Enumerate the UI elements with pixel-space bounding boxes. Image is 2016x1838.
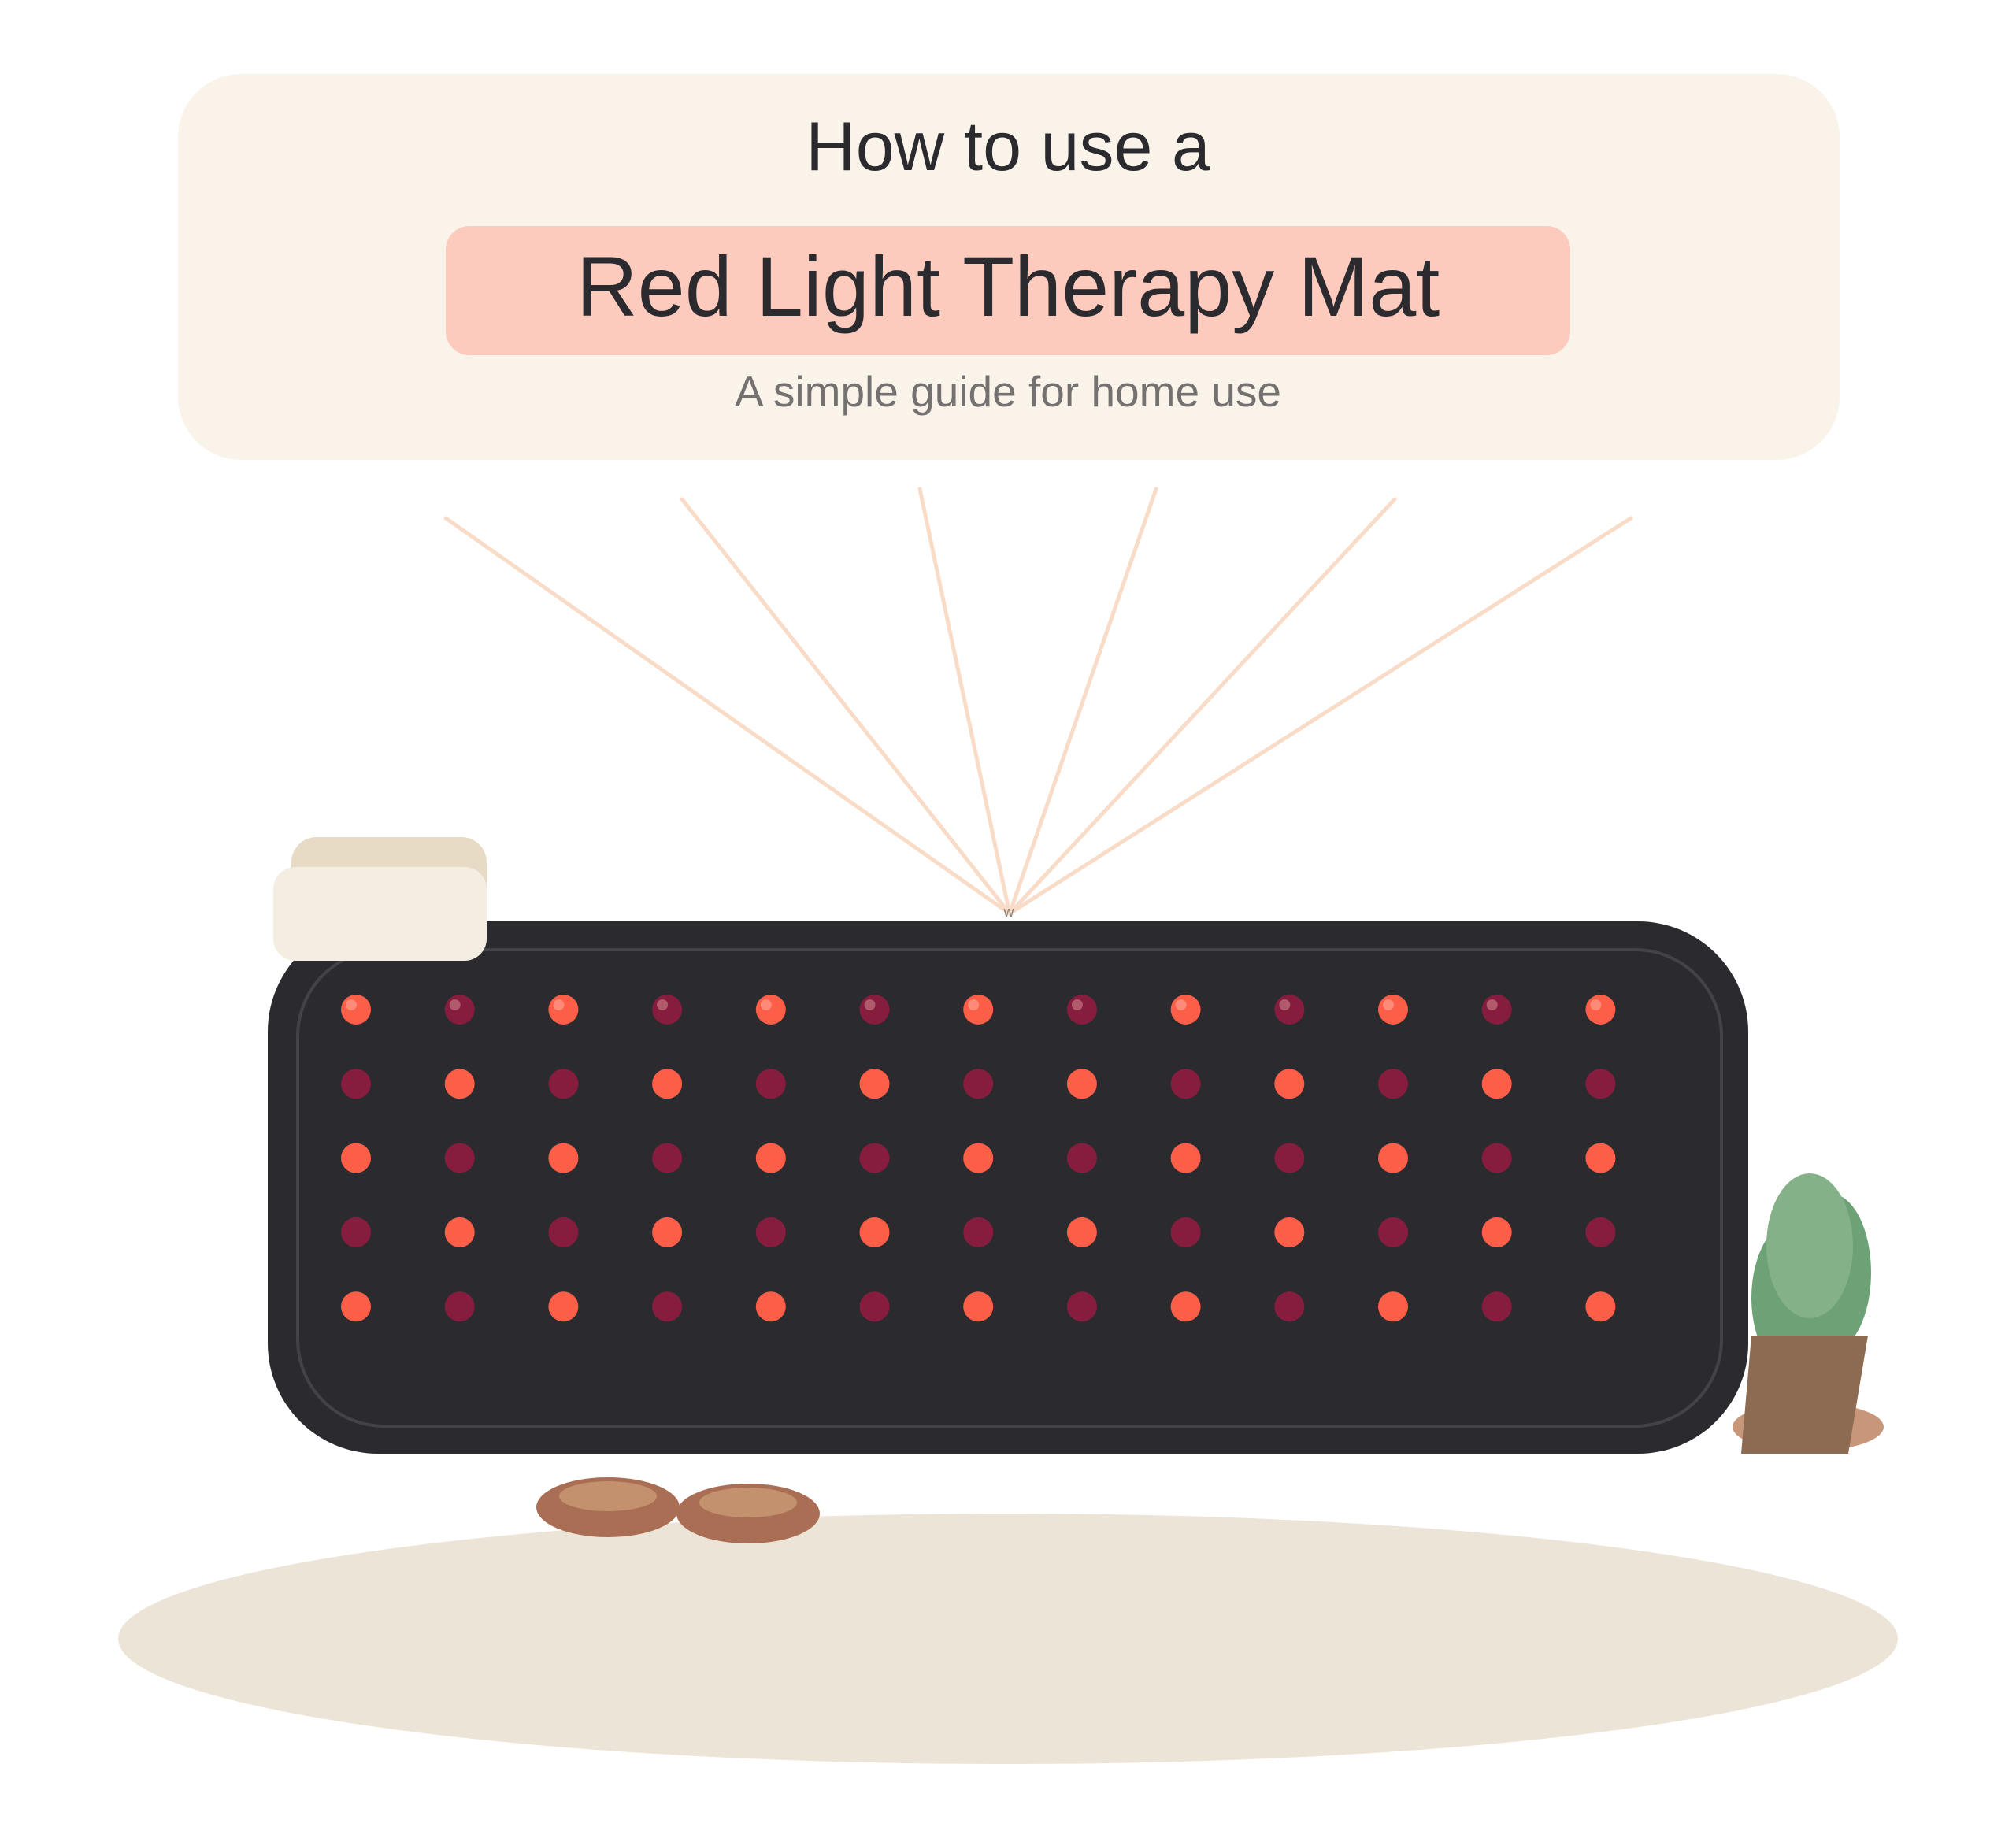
- led-light: [444, 1143, 475, 1173]
- light-ray: [1007, 516, 1633, 916]
- led-light: [1066, 995, 1097, 1025]
- led-light: [1378, 1217, 1408, 1247]
- led-light: [859, 1217, 890, 1247]
- led-highlight: [346, 999, 357, 1010]
- led-highlight: [1071, 999, 1083, 1010]
- led-light: [1170, 1143, 1201, 1173]
- led-light: [1481, 1143, 1512, 1173]
- led-light: [755, 1217, 786, 1247]
- led-highlight: [657, 999, 669, 1010]
- mat-inner-border: [296, 948, 1723, 1428]
- led-light: [1378, 1143, 1408, 1173]
- led-light: [1585, 1143, 1616, 1173]
- led-light: [1481, 995, 1512, 1025]
- led-light: [1274, 1143, 1305, 1173]
- led-light: [755, 1291, 786, 1322]
- led-light: [444, 1291, 475, 1322]
- led-highlight: [1590, 999, 1602, 1010]
- led-light: [1585, 1291, 1616, 1322]
- led-highlight: [968, 999, 980, 1010]
- led-light: [963, 1069, 994, 1099]
- led-light: [963, 1291, 994, 1322]
- light-ray: [680, 497, 1012, 916]
- led-light: [341, 1069, 371, 1099]
- led-highlight: [1383, 999, 1394, 1010]
- led-light: [1378, 1291, 1408, 1322]
- led-light: [444, 1217, 475, 1247]
- led-light: [755, 995, 786, 1025]
- led-light: [652, 1069, 683, 1099]
- led-light: [1378, 1069, 1408, 1099]
- light-ray: [917, 487, 1012, 916]
- led-light: [963, 1217, 994, 1247]
- led-light: [1378, 995, 1408, 1025]
- led-highlight: [760, 999, 772, 1010]
- led-light: [444, 995, 475, 1025]
- led-light: [1170, 1069, 1201, 1099]
- led-light: [1274, 1069, 1305, 1099]
- intro-heading: How to use a: [806, 107, 1210, 185]
- led-light: [1274, 1217, 1305, 1247]
- led-light: [1066, 1217, 1097, 1247]
- led-light: [1585, 1217, 1616, 1247]
- led-light: [652, 1217, 683, 1247]
- led-light: [1585, 1069, 1616, 1099]
- led-light: [1170, 995, 1201, 1025]
- led-highlight: [553, 999, 565, 1010]
- led-light: [859, 1143, 890, 1173]
- floor-rug: [118, 1514, 1898, 1764]
- led-light: [1066, 1069, 1097, 1099]
- led-light: [652, 995, 683, 1025]
- page-title: Red Light Therapy Mat: [576, 239, 1440, 334]
- therapy-mat: [268, 921, 1748, 1454]
- potted-plant-icon: [1732, 1173, 1884, 1454]
- led-light: [1066, 1291, 1097, 1322]
- led-highlight: [1175, 999, 1187, 1010]
- led-light: [859, 1291, 890, 1322]
- led-light: [1170, 1217, 1201, 1247]
- led-light: [1274, 995, 1305, 1025]
- led-light: [1066, 1143, 1097, 1173]
- led-light: [963, 995, 994, 1025]
- led-light: [341, 995, 371, 1025]
- led-light: [548, 1143, 579, 1173]
- led-light: [859, 1069, 890, 1099]
- led-light: [1481, 1291, 1512, 1322]
- led-light: [1585, 995, 1616, 1025]
- pillow-icon: [273, 837, 487, 961]
- led-light: [963, 1143, 994, 1173]
- led-light: [1481, 1217, 1512, 1247]
- page-subtitle: A simple guide for home use: [735, 367, 1281, 416]
- light-ray: [1007, 497, 1397, 916]
- led-light: [1170, 1291, 1201, 1322]
- led-light: [548, 1217, 579, 1247]
- led-highlight: [449, 999, 461, 1010]
- led-light: [341, 1291, 371, 1322]
- therapy-mat-icon: [268, 921, 1748, 1454]
- led-light: [652, 1291, 683, 1322]
- ray-origin-mark: w: [1003, 904, 1015, 920]
- led-light: [548, 1069, 579, 1099]
- led-light: [755, 1069, 786, 1099]
- light-ray: [443, 516, 1012, 916]
- slippers-icon: [536, 1477, 820, 1543]
- led-light: [1274, 1291, 1305, 1322]
- light-rays-icon: [443, 487, 1633, 916]
- led-light: [444, 1069, 475, 1099]
- led-grid: [341, 995, 1616, 1322]
- led-light: [1481, 1069, 1512, 1099]
- led-light: [755, 1143, 786, 1173]
- led-light: [859, 995, 890, 1025]
- light-ray: [1007, 487, 1158, 916]
- led-light: [652, 1143, 683, 1173]
- led-highlight: [1279, 999, 1291, 1010]
- title-highlight: [446, 226, 1570, 355]
- led-light: [341, 1143, 371, 1173]
- led-light: [341, 1217, 371, 1247]
- led-light: [548, 1291, 579, 1322]
- led-highlight: [864, 999, 876, 1010]
- led-light: [548, 995, 579, 1025]
- led-highlight: [1486, 999, 1498, 1010]
